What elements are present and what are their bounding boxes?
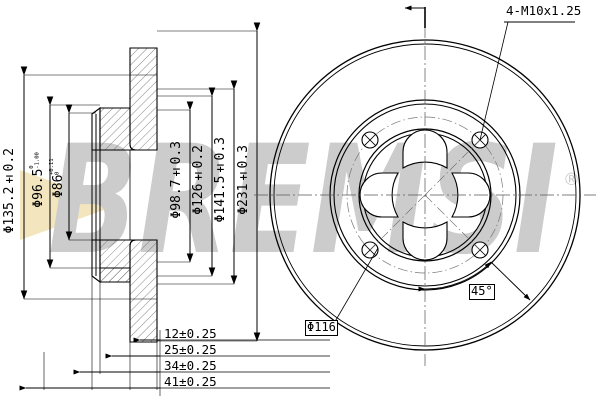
hub-boss-section: [99, 267, 131, 283]
view-direction-arrow: [404, 5, 426, 28]
disc-rim-section-bottom: [129, 239, 158, 343]
dim-label-pilot-116: Φ116: [305, 320, 338, 336]
disc-rim-section-top: [129, 47, 158, 151]
dim-label-98-7: Φ98.7±0.3: [169, 141, 184, 219]
dim-label-25: 25±0.25: [164, 342, 217, 357]
thread-callout-leader: [479, 21, 509, 141]
dim-label-96-5-tolerance: 0-1.00: [29, 152, 41, 169]
callout-label-thread: 4-M10x1.25: [506, 3, 582, 18]
bottom-dimension-group: [19, 276, 330, 396]
dim-label-34: 34±0.25: [164, 358, 217, 373]
hub-flange-section-top: [99, 107, 137, 151]
bolt-hole-2: [361, 131, 379, 149]
right-dimension-group: [157, 22, 261, 342]
dim-label-41: 41±0.25: [164, 374, 217, 389]
angle-arc-45: [418, 261, 492, 292]
scallop-group: [359, 129, 491, 261]
angle-leader-line: [490, 261, 531, 301]
front-view: [254, 5, 596, 366]
dim-label-86-base: Φ86: [51, 174, 66, 199]
left-dimension-group: [20, 66, 157, 300]
dim-label-231: Φ231±0.3: [236, 145, 251, 215]
pilot-dia-leader: [332, 247, 379, 326]
dim-label-12: 12±0.25: [164, 326, 217, 341]
radial-line-225: [369, 194, 426, 251]
radial-line-45: [424, 139, 481, 196]
radial-line-315: [424, 194, 481, 251]
side-section-view: [91, 47, 158, 343]
dim-label-angle-45: 45°: [469, 284, 495, 300]
dim-label-141-5: Φ141.5±0.3: [213, 137, 228, 223]
dim-label-96-5-base: Φ96.5: [31, 168, 46, 208]
dim-label-126: Φ126±0.2: [191, 145, 206, 215]
dim-label-135-2: Φ135.2±0.2: [2, 148, 17, 234]
